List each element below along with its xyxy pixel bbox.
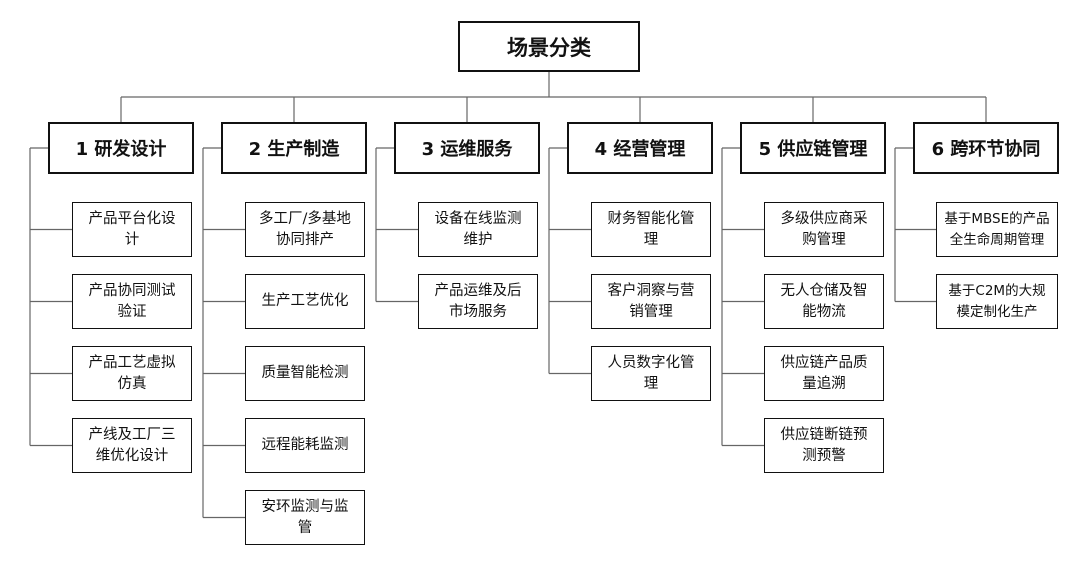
- leaf-node-6-2: 基于C2M的大规 模定制化生产: [936, 274, 1058, 329]
- leaf-node-2-1: 多工厂/多基地 协同排产: [245, 202, 365, 257]
- category-node-4: 4 经营管理: [567, 122, 713, 174]
- leaf-node-5-1: 多级供应商采 购管理: [764, 202, 884, 257]
- leaf-node-2-2: 生产工艺优化: [245, 274, 365, 329]
- leaf-node-6-1: 基于MBSE的产品 全生命周期管理: [936, 202, 1058, 257]
- category-label: 4 经营管理: [594, 139, 686, 160]
- category-node-3: 3 运维服务: [394, 122, 540, 174]
- leaf-node-5-2: 无人仓储及智 能物流: [764, 274, 884, 329]
- leaf-node-4-3: 人员数字化管 理: [591, 346, 711, 401]
- category-label: 6 跨环节协同: [931, 139, 1041, 160]
- category-node-1: 1 研发设计: [48, 122, 194, 174]
- leaf-node-2-5: 安环监测与监 管: [245, 490, 365, 545]
- leaf-node-1-4: 产线及工厂三 维优化设计: [72, 418, 192, 473]
- category-label: 3 运维服务: [421, 139, 513, 160]
- leaf-node-2-3: 质量智能检测: [245, 346, 365, 401]
- leaf-node-3-2: 产品运维及后 市场服务: [418, 274, 538, 329]
- root-node: 场景分类: [458, 21, 640, 72]
- leaf-node-1-3: 产品工艺虚拟 仿真: [72, 346, 192, 401]
- leaf-node-4-1: 财务智能化管 理: [591, 202, 711, 257]
- leaf-node-2-4: 远程能耗监测: [245, 418, 365, 473]
- leaf-node-1-1: 产品平台化设 计: [72, 202, 192, 257]
- category-label: 2 生产制造: [248, 139, 340, 160]
- category-label: 5 供应链管理: [758, 139, 868, 160]
- leaf-node-1-2: 产品协同测试 验证: [72, 274, 192, 329]
- leaf-node-4-2: 客户洞察与营 销管理: [591, 274, 711, 329]
- category-label: 1 研发设计: [75, 139, 167, 160]
- leaf-node-5-4: 供应链断链预 测预警: [764, 418, 884, 473]
- category-node-2: 2 生产制造: [221, 122, 367, 174]
- category-node-5: 5 供应链管理: [740, 122, 886, 174]
- root-label: 场景分类: [507, 35, 591, 60]
- leaf-node-3-1: 设备在线监测 维护: [418, 202, 538, 257]
- category-node-6: 6 跨环节协同: [913, 122, 1059, 174]
- leaf-node-5-3: 供应链产品质 量追溯: [764, 346, 884, 401]
